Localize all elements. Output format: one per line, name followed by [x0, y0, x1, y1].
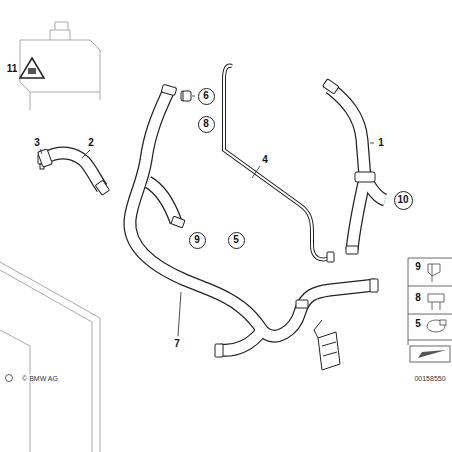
callout-number: 9	[414, 262, 422, 272]
callout-number: 3	[33, 138, 41, 148]
hose-bracket	[314, 320, 340, 370]
callout-number: 9	[194, 235, 200, 245]
callout-circle: 6	[198, 88, 215, 105]
callout-number: 2	[87, 138, 95, 148]
callout-circle: 10	[394, 191, 413, 210]
callout-number: 7	[173, 339, 181, 349]
callout-number: 5	[414, 319, 422, 329]
direction-arrow-icon	[410, 346, 450, 362]
callout-circle: 5	[228, 232, 245, 249]
callout-number: 4	[261, 155, 269, 165]
warning-label-symbol	[20, 58, 44, 78]
expansion-tank	[20, 22, 100, 110]
callout-circle: 8	[198, 116, 215, 133]
sealing-plug	[181, 91, 191, 101]
callout-number: 1	[377, 138, 385, 148]
hoses	[45, 66, 385, 351]
radiator	[0, 262, 100, 452]
footer-text: 00158550	[413, 375, 446, 382]
hose-clamps	[38, 79, 378, 357]
callout-circle: 9	[189, 232, 206, 249]
bmw-logo	[6, 375, 13, 382]
callout-number: 8	[414, 293, 422, 303]
parts-legend-panel	[408, 258, 452, 345]
leader-lines	[40, 96, 374, 336]
callout-number: 5	[233, 235, 239, 245]
callout-number: 10	[397, 195, 408, 205]
callout-number: 8	[203, 119, 209, 129]
footer-text: © BMW AG	[21, 375, 59, 382]
callout-number: 6	[203, 91, 209, 101]
callout-number: 11	[6, 64, 19, 74]
